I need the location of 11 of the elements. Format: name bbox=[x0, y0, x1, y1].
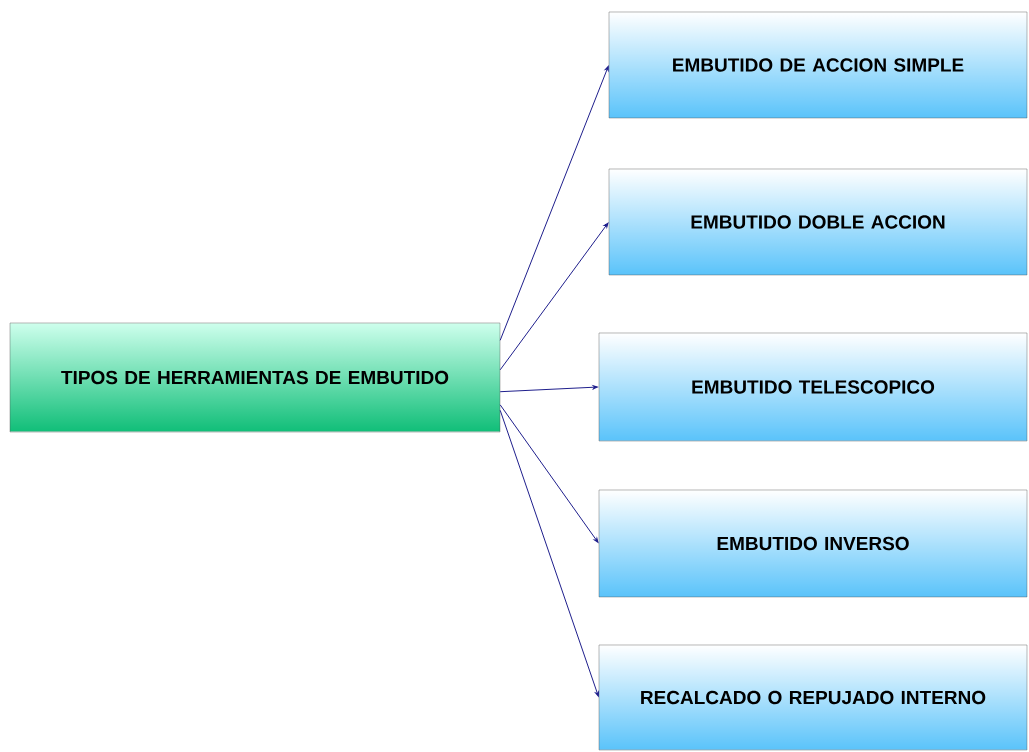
type-box: EMBUTIDO DE ACCION SIMPLE bbox=[608, 11, 1028, 119]
arrow bbox=[499, 65, 609, 341]
arrow bbox=[499, 409, 599, 697]
type-box: RECALCADO O REPUJADO INTERNO bbox=[598, 644, 1028, 751]
type-box: EMBUTIDO INVERSO bbox=[598, 489, 1028, 598]
type-box: EMBUTIDO TELESCOPICO bbox=[598, 332, 1028, 442]
arrow bbox=[499, 404, 599, 543]
type-box: EMBUTIDO DOBLE ACCION bbox=[608, 168, 1028, 276]
arrow bbox=[499, 222, 609, 371]
arrow bbox=[499, 385, 598, 393]
title-box: TIPOS DE HERRAMIENTAS DE EMBUTIDO bbox=[9, 322, 501, 433]
